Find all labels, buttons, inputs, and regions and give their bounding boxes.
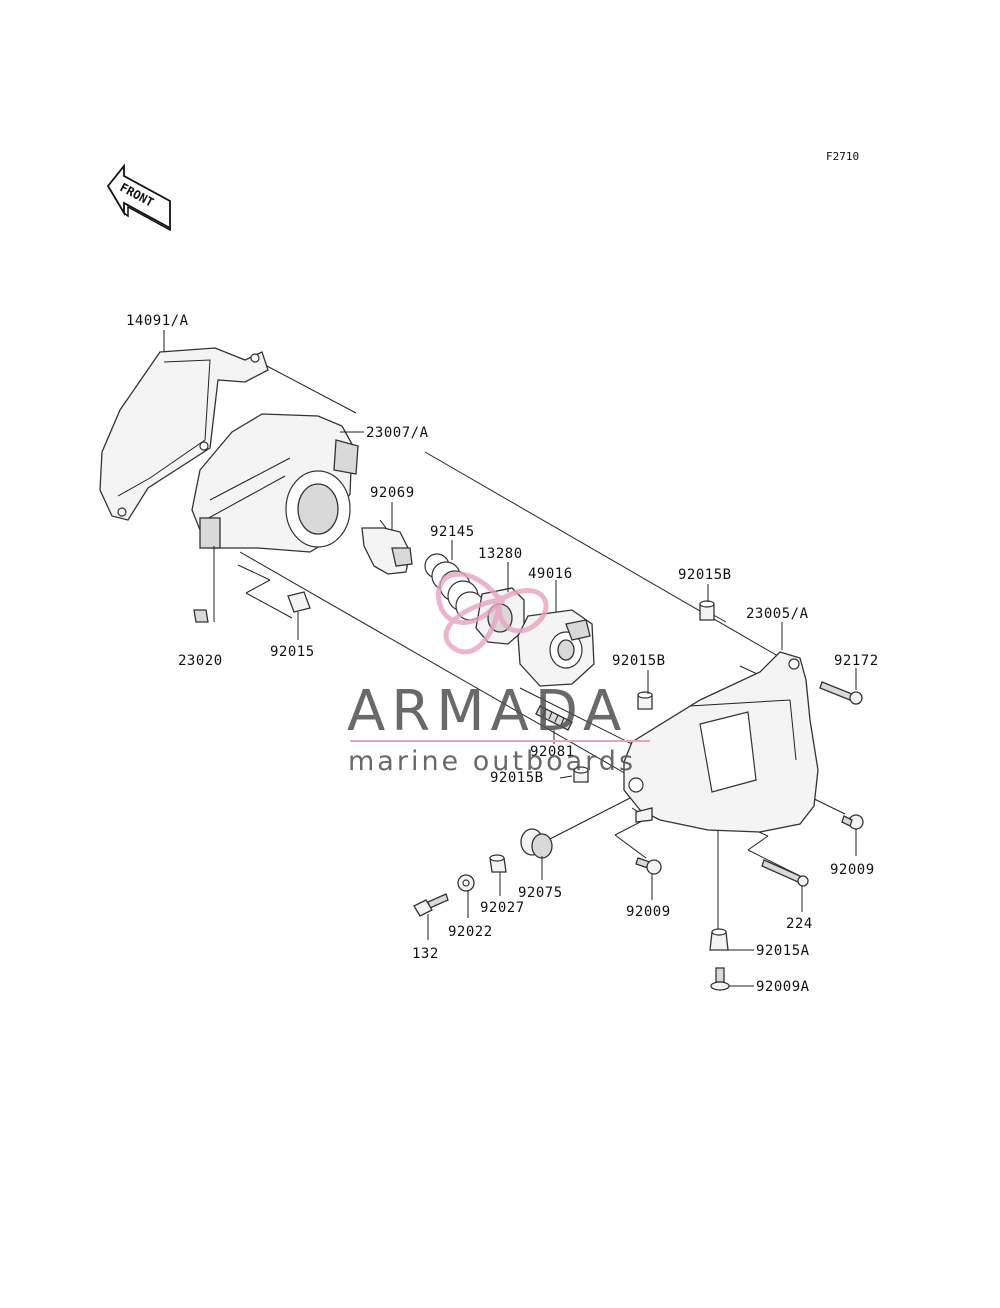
label-23020: 23020 [178, 653, 223, 669]
label-92172: 92172 [834, 653, 879, 669]
watermark-brand: ARMADA [347, 679, 627, 744]
nut-23020 [193, 609, 209, 623]
label-92009a: 92009A [756, 979, 810, 995]
spacer-92015a [709, 928, 729, 951]
label-13280: 13280 [478, 546, 523, 562]
bolt-132 [413, 893, 449, 917]
label-49016: 49016 [528, 566, 573, 582]
headlight-cover [99, 347, 269, 521]
label-23005a: 23005/A [746, 606, 809, 622]
collar-92027 [489, 854, 507, 873]
label-92145: 92145 [430, 524, 475, 540]
label-92015b-mid: 92015B [612, 653, 666, 669]
label-132: 132 [412, 946, 439, 962]
clip-92015 [287, 591, 311, 613]
grommet-92075 [520, 828, 553, 859]
label-92022: 92022 [448, 924, 493, 940]
label-92015b-top: 92015B [678, 567, 732, 583]
spacer-92015b-top [699, 600, 715, 621]
label-92015b-low: 92015B [490, 770, 544, 786]
label-92009-right: 92009 [830, 862, 875, 878]
leader-lines [163, 330, 857, 987]
adjust-screw [535, 705, 573, 731]
label-92081: 92081 [530, 744, 575, 760]
washer-92022 [457, 874, 475, 892]
armada-watermark: ARMADA marine outboards [347, 571, 650, 777]
assembly-lines [237, 364, 846, 930]
front-arrow-icon: FRONT [106, 163, 171, 232]
spacer-92015b-low [573, 766, 589, 783]
propeller-logo-icon [436, 571, 549, 655]
label-92069: 92069 [370, 485, 415, 501]
rubber-boot [517, 609, 595, 687]
headlight-housing [191, 413, 359, 553]
bulb [361, 519, 413, 575]
bolt-92009-mid [635, 857, 662, 875]
label-23007a: 23007/A [366, 425, 429, 441]
spring [424, 553, 485, 621]
spacer-92015b-mid [637, 691, 653, 710]
label-92075: 92075 [518, 885, 563, 901]
label-92009-mid: 92009 [626, 904, 671, 920]
bolt-92009-right [841, 814, 864, 830]
bolt-92009a [710, 967, 730, 991]
diagram-code: F2710 [826, 150, 859, 163]
label-92027: 92027 [480, 900, 525, 916]
watermark-tagline: marine outboards [348, 746, 636, 777]
label-92015: 92015 [270, 644, 315, 660]
label-224: 224 [786, 916, 813, 932]
screw-92172 [819, 681, 863, 705]
label-14091a: 14091/A [126, 313, 189, 329]
screw-224 [761, 859, 809, 887]
label-92015a: 92015A [756, 943, 810, 959]
headlight-case [623, 651, 819, 833]
